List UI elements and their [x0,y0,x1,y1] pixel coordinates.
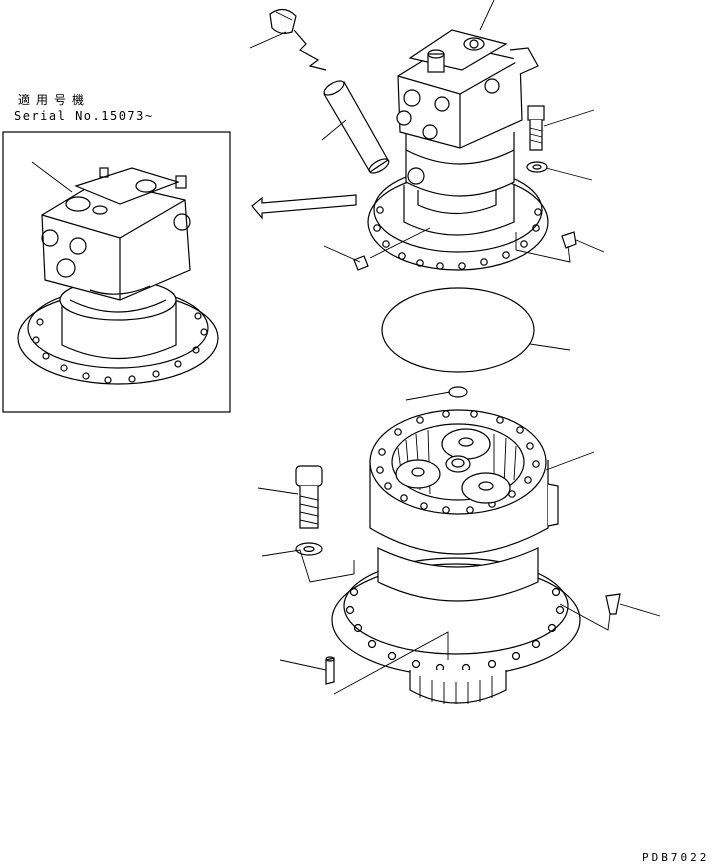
upper-washer [526,161,548,173]
upper-dowel [561,231,577,249]
large-o-ring [381,287,535,373]
inset-leader-line [31,161,73,193]
o-ring-small [407,167,425,185]
small-o-ring [448,386,468,398]
inset-serial-number: Serial No.15073~ [14,109,154,123]
lower-dowel-pin [325,657,335,685]
inset-panel [2,131,231,413]
lower-washer [295,542,323,556]
inset-title-japanese: 適用号機 [18,93,91,107]
reduction-gear-assembly [331,409,581,704]
swing-motor-assembly [367,29,549,271]
tube-part [323,80,390,174]
relief-valve-part [269,8,327,71]
lower-bolt [295,465,323,529]
drain-plug [353,255,369,271]
inset-motor-assembly [17,167,219,385]
upper-bolt [527,105,545,151]
lower-plug [605,593,621,615]
hollow-left-arrow-icon [251,194,357,220]
planetary-gears [395,428,511,504]
drawing-code: PDB7022 [642,851,710,864]
inset-frame [2,131,231,413]
leader-lines [249,0,661,695]
output-shaft [409,670,507,704]
